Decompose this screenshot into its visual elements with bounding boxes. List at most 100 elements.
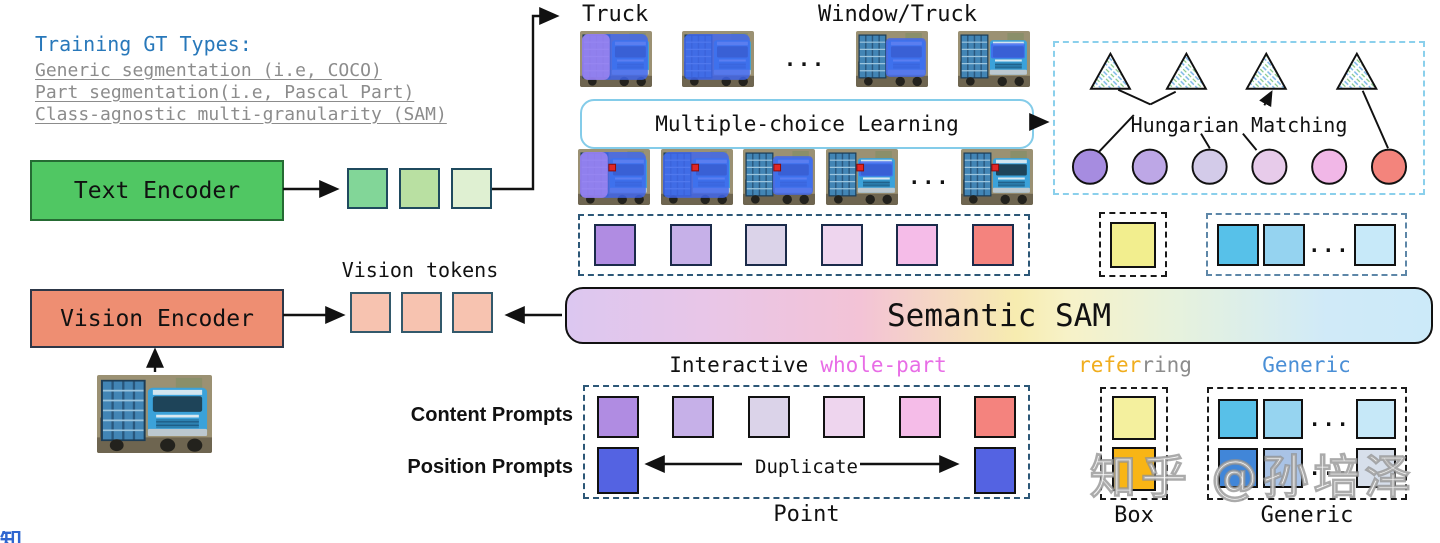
- text-token-row: [347, 168, 492, 209]
- token-square: [973, 396, 1016, 438]
- token-square: [451, 168, 492, 209]
- vision-token-row: [350, 292, 493, 333]
- referring-label: referring: [1078, 353, 1192, 377]
- training-gt-item: Class-agnostic multi-granularity (SAM): [35, 104, 447, 125]
- token-square: [597, 447, 639, 494]
- training-gt-block: Training GT Types: Generic segmentation …: [35, 32, 447, 126]
- box-prompt-box: [1100, 387, 1168, 500]
- training-gt-item: Generic segmentation (i.e, COCO): [35, 60, 382, 81]
- text-encoder-label: Text Encoder: [73, 177, 241, 204]
- token-square: [1263, 448, 1304, 489]
- hungarian-matching-label: Hungarian Matching: [1130, 113, 1348, 137]
- token-square: [1355, 448, 1396, 489]
- token-square: [1262, 223, 1305, 266]
- semantic-sam-bar: Semantic SAM: [565, 287, 1433, 344]
- semantic-sam-label: Semantic SAM: [887, 297, 1111, 334]
- token-square: [1218, 398, 1258, 439]
- gt-triangle: [1165, 51, 1208, 90]
- gt-triangle: [1335, 51, 1378, 90]
- generic-prompt-row: ...: [1209, 398, 1405, 439]
- token-square: [1354, 223, 1396, 266]
- multiple-choice-learning-box: Multiple-choice Learning: [580, 99, 1034, 149]
- generic-prompt-row: ...: [1209, 448, 1405, 489]
- token-square: [823, 396, 866, 438]
- corner-watermark-fragment: 知: [0, 531, 22, 543]
- position-prompt-row: [597, 447, 1016, 494]
- proposal-circle: [1131, 148, 1168, 185]
- token-square: [669, 224, 712, 266]
- point-prompt-box: Duplicate: [583, 385, 1030, 499]
- token-square: [452, 292, 493, 333]
- gt-mask-row: ...: [580, 30, 1030, 88]
- interactive-whole-part-label: Interactive whole-part: [583, 353, 1033, 377]
- token-square: [898, 396, 941, 438]
- token-square: [350, 292, 391, 333]
- interactive-label: Interactive: [669, 353, 809, 377]
- token-square: [974, 447, 1016, 494]
- gt-triangle: [1245, 51, 1288, 90]
- token-square: [597, 396, 639, 438]
- generic-bottom-label: Generic: [1260, 503, 1354, 528]
- ellipsis: ...: [1308, 406, 1351, 431]
- ellipsis: ...: [1308, 456, 1351, 481]
- truck-thumb: [660, 149, 733, 205]
- box-label: Box: [1114, 503, 1154, 528]
- multiple-choice-learning-label: Multiple-choice Learning: [655, 112, 959, 136]
- training-gt-item: Part segmentation(i.e, Pascal Part): [35, 82, 415, 103]
- token-square: [1110, 221, 1156, 268]
- token-square: [1112, 396, 1156, 440]
- vision-tokens-label: Vision tokens: [341, 258, 499, 282]
- token-square: [896, 224, 939, 266]
- truck-thumb: [743, 149, 816, 205]
- token-square: [1112, 447, 1156, 491]
- token-square: [347, 168, 388, 209]
- truck-thumb: [681, 31, 754, 87]
- proposal-circle: [1311, 148, 1348, 185]
- proposal-circle: [1251, 148, 1288, 185]
- referring-query-box: [1099, 212, 1167, 277]
- content-prompts-label: Content Prompts: [410, 404, 573, 426]
- truck-label: Truck: [582, 2, 649, 27]
- token-square: [1218, 448, 1258, 489]
- interactive-query-box: [578, 214, 1030, 276]
- hungarian-matching-panel: Hungarian Matching: [1053, 41, 1425, 195]
- token-square: [672, 396, 715, 438]
- proposal-circle: [1071, 148, 1108, 185]
- proposal-circle: [1370, 148, 1408, 185]
- prediction-mask-row: ...: [578, 149, 1033, 205]
- token-square: [745, 224, 788, 266]
- truck-thumb: [958, 31, 1030, 87]
- input-truck-photo: [97, 375, 212, 453]
- token-square: [594, 224, 636, 266]
- token-square: [1217, 223, 1259, 266]
- vision-encoder-box: Vision Encoder: [30, 289, 284, 348]
- gt-triangle: [1089, 51, 1132, 90]
- truck-thumb: [97, 375, 212, 453]
- token-square: [820, 224, 863, 266]
- whole-part-label: whole-part: [820, 353, 947, 377]
- token-square: [971, 224, 1014, 266]
- truck-thumb: [960, 149, 1033, 205]
- text-encoder-box: Text Encoder: [30, 160, 284, 221]
- position-prompts-label: Position Prompts: [407, 456, 573, 478]
- token-square: [1263, 398, 1304, 439]
- proposal-circle: [1191, 148, 1228, 185]
- truck-thumb: [578, 149, 650, 205]
- token-square: [747, 396, 790, 438]
- token-square: [401, 292, 442, 333]
- token-square: [1355, 398, 1396, 439]
- truck-thumb: [825, 149, 898, 205]
- generic-query-box: ...: [1206, 213, 1407, 276]
- generic-label: Generic: [1262, 353, 1351, 377]
- ellipsis: ...: [1308, 232, 1351, 257]
- training-gt-title: Training GT Types:: [35, 32, 252, 56]
- ellipsis: ...: [908, 165, 951, 189]
- truck-thumb: [580, 31, 652, 87]
- ellipsis: ...: [783, 47, 827, 71]
- token-square: [399, 168, 440, 209]
- content-prompt-row: [597, 396, 1016, 438]
- vision-encoder-label: Vision Encoder: [60, 305, 254, 332]
- zhihu-watermark: 知乎 @孙培泽: [1089, 449, 1416, 506]
- point-label: Point: [773, 502, 840, 527]
- truck-thumb: [856, 31, 929, 87]
